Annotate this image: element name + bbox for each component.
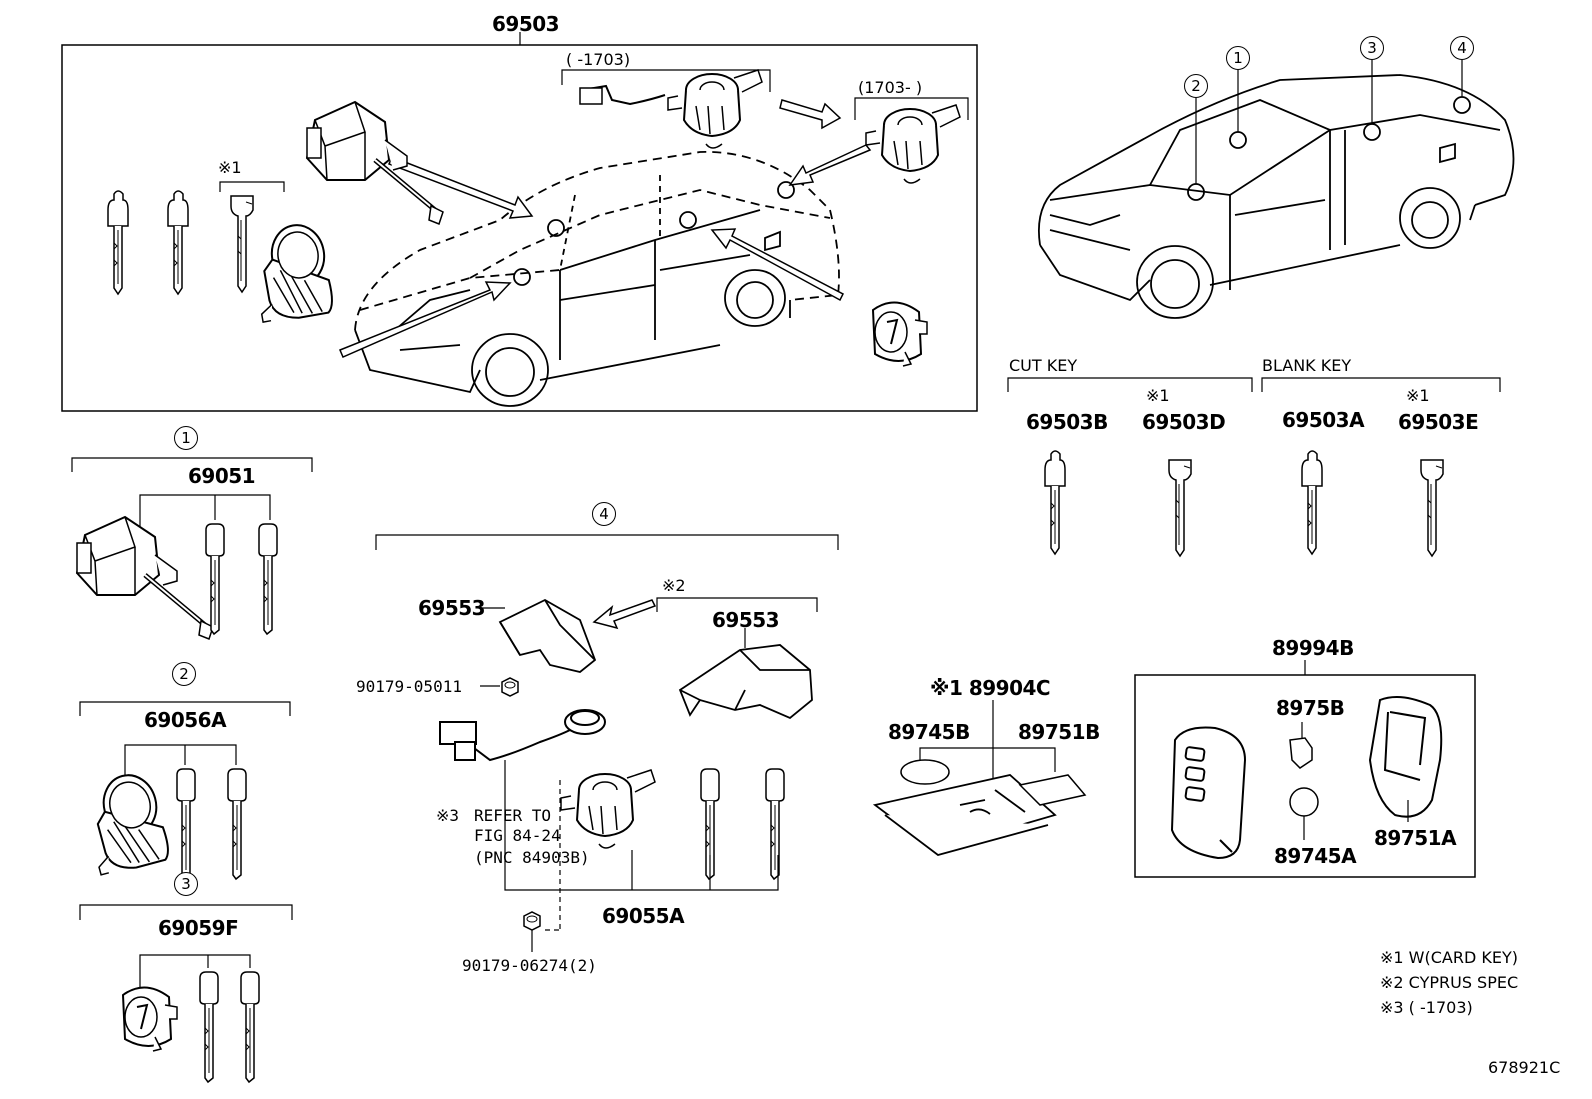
cut-key-label: CUT KEY (1009, 356, 1078, 375)
range-after-label: (1703- ) (858, 78, 923, 97)
part-number: 69503B (1026, 410, 1108, 434)
assembly-box (61, 44, 978, 412)
footnote: ※2 CYPRUS SPEC (1380, 973, 1519, 992)
part-number: 69503A (1282, 408, 1365, 432)
note-mark-label: ※1 (1406, 386, 1430, 405)
car-icon (1038, 74, 1515, 319)
car-icon (354, 151, 840, 407)
part-number: 89751A (1374, 826, 1457, 850)
group-circle: 1 (174, 426, 198, 450)
callout-circle: 3 (1360, 36, 1384, 60)
reference-code: 678921C (1488, 1058, 1561, 1077)
note-mark-label: ※1 (1146, 386, 1170, 405)
part-number: 69056A (144, 708, 227, 732)
part-number: 69051 (188, 464, 256, 488)
clip-icon (1289, 737, 1313, 769)
footnote: ※1 W(CARD KEY) (1380, 948, 1518, 967)
group-circle: 4 (592, 502, 616, 526)
part-number: 69503D (1142, 410, 1226, 434)
part-number: 89745A (1274, 844, 1357, 868)
main-assembly-label: 69503 (492, 12, 560, 36)
note-mark-label: ※2 (662, 576, 686, 595)
callout-circle: 1 (1226, 46, 1250, 70)
refer-text: (PNC 84903B) (474, 848, 590, 867)
part-number: 69503E (1398, 410, 1479, 434)
bolt-label: 90179-05011 (356, 677, 462, 696)
part-number: 69059F (158, 916, 239, 940)
refer-mark: ※3 (436, 806, 460, 825)
callout-circle: 4 (1450, 36, 1474, 60)
group-circle: 2 (172, 662, 196, 686)
part-number: ※1 89904C (930, 676, 1051, 700)
footnote: ※3 ( -1703) (1380, 998, 1473, 1017)
blank-key-label: BLANK KEY (1262, 356, 1352, 375)
insert-icon (1018, 774, 1087, 806)
part-number: 89994B (1272, 636, 1354, 660)
battery-icon (1289, 787, 1319, 817)
battery-icon (900, 759, 950, 785)
part-number: 8975B (1276, 696, 1345, 720)
card-key-icon (872, 774, 1057, 856)
refer-text: FIG 84-24 (474, 826, 561, 845)
part-number: 69055A (602, 904, 685, 928)
part-number: 69553 (712, 608, 780, 632)
part-number: 89751B (1018, 720, 1100, 744)
arrow-icon (339, 99, 872, 358)
refer-text: REFER TO (474, 806, 552, 825)
key-cover-icon (1368, 695, 1443, 818)
note-mark-label: ※1 (218, 158, 242, 177)
group-circle: 3 (174, 872, 198, 896)
smart-key-fob-icon (1170, 726, 1247, 860)
part-number: 89745B (888, 720, 970, 744)
cover-icon (498, 598, 813, 720)
range-before-label: ( -1703) (566, 50, 631, 69)
part-number: 69553 (418, 596, 486, 620)
bolt-label: 90179-06274(2) (462, 956, 597, 975)
callout-circle: 2 (1184, 74, 1208, 98)
